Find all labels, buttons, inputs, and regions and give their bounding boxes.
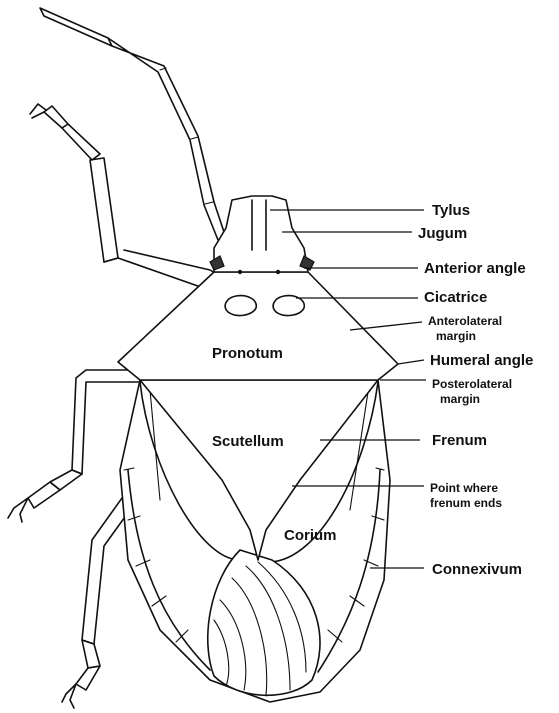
label-tylus: Tylus	[432, 202, 470, 219]
label-list: Tylus Jugum Anterior angle Cicatrice Ant…	[418, 202, 533, 578]
label-frenum-end-2: frenum ends	[430, 496, 502, 510]
label-pronotum: Pronotum	[212, 345, 283, 362]
label-anterolateral-2: margin	[436, 329, 476, 343]
label-corium: Corium	[284, 527, 337, 544]
label-frenum-end-1: Point where	[430, 481, 498, 495]
label-cicatrice: Cicatrice	[424, 289, 487, 306]
head	[210, 196, 314, 274]
label-scutellum: Scutellum	[212, 433, 284, 450]
label-frenum: Frenum	[432, 432, 487, 449]
pronotum-shape	[118, 272, 398, 380]
label-posterolateral-2: margin	[440, 392, 480, 406]
label-anterolateral-1: Anterolateral	[428, 314, 502, 328]
front-leg	[30, 104, 240, 298]
label-humeral-angle: Humeral angle	[430, 352, 533, 369]
label-posterolateral-1: Posterolateral	[432, 377, 512, 391]
label-anterior-angle: Anterior angle	[424, 260, 526, 277]
label-connexivum: Connexivum	[432, 561, 522, 578]
label-jugum: Jugum	[418, 225, 467, 242]
cicatrice-left	[225, 296, 256, 316]
